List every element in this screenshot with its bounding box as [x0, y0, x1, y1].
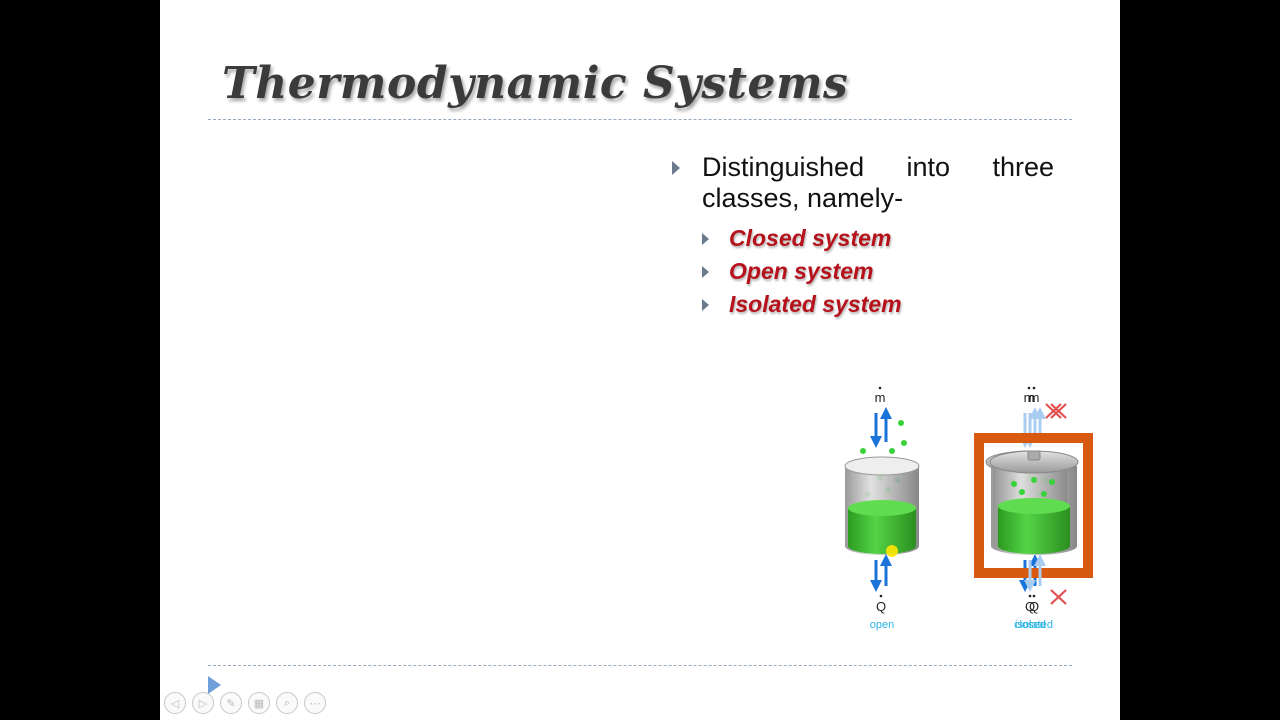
slides-icon[interactable]: ▦ — [248, 692, 270, 714]
sub-bullet-label: Isolated system — [729, 291, 902, 317]
mass-flow-label: m — [1029, 390, 1040, 405]
fluid-surface — [998, 498, 1070, 514]
sub-bullet-open: Open system — [702, 255, 1056, 288]
sub-bullet-list: Closed system Open system Isolated syste… — [702, 222, 1056, 321]
title-divider — [208, 119, 1072, 120]
blocked-x-icon — [1045, 403, 1062, 419]
bullet-list: Distinguished into three classes, namely… — [672, 152, 1056, 321]
more-icon[interactable]: ⋯ — [304, 692, 326, 714]
dot-mark — [1027, 386, 1031, 390]
mass-flow-label: m — [1024, 390, 1035, 405]
pen-icon[interactable]: ✎ — [220, 692, 242, 714]
sub-bullet-label: Closed system — [729, 225, 892, 251]
sub-bullet-label: Open system — [729, 258, 874, 284]
presentation-controls: ◁ ▷ ✎ ▦ ⌕ ⋯ — [164, 692, 326, 714]
dot-mark — [1032, 386, 1036, 390]
dot-mark — [1028, 594, 1032, 598]
blocked-x-icon — [1050, 589, 1067, 605]
bullet-arrow-icon — [702, 232, 709, 245]
heat-flow-label: Q — [1029, 599, 1039, 614]
vessel-opening — [844, 456, 920, 476]
sub-bullet-closed: Closed system — [702, 222, 1056, 255]
bullet-arrow-icon — [672, 161, 680, 175]
panel-caption: isolated — [1015, 619, 1053, 631]
panel-caption: open — [870, 619, 894, 631]
fluid-surface — [848, 500, 916, 516]
slide-nav-arrow-icon[interactable] — [208, 676, 221, 694]
slide-title: Thermodynamic Systems — [222, 58, 849, 109]
main-bullet-text: Distinguished into three classes, namely… — [702, 152, 1054, 213]
heat-flow-label: Q — [1025, 599, 1035, 614]
lid-knob — [1027, 450, 1041, 461]
heat-flow-label: Q — [876, 599, 886, 614]
dot-mark — [878, 386, 882, 390]
fluid — [848, 508, 916, 554]
slide: Thermodynamic Systems Distinguished into… — [160, 0, 1120, 720]
main-bullet: Distinguished into three classes, namely… — [672, 152, 1056, 214]
previous-icon[interactable]: ◁ — [164, 692, 186, 714]
zoom-icon[interactable]: ⌕ — [276, 692, 298, 714]
dot-mark — [879, 594, 883, 598]
isolated-system-diagram: m Q isolated — [974, 386, 1093, 631]
particles — [1011, 477, 1055, 497]
open-system-panel: m Q open — [844, 386, 920, 631]
footer-divider — [208, 665, 1072, 666]
bullet-arrow-icon — [702, 298, 709, 311]
mass-flow-label: m — [875, 390, 886, 405]
dot-mark — [1032, 594, 1036, 598]
fluid — [998, 506, 1070, 554]
cursor-highlight — [886, 545, 898, 557]
next-icon[interactable]: ▷ — [192, 692, 214, 714]
blocked-x-icon — [1050, 403, 1067, 419]
insulation-wall — [974, 433, 1093, 578]
bullet-arrow-icon — [702, 265, 709, 278]
sub-bullet-isolated: Isolated system — [702, 288, 1056, 321]
panel-caption: closed — [1014, 619, 1046, 631]
